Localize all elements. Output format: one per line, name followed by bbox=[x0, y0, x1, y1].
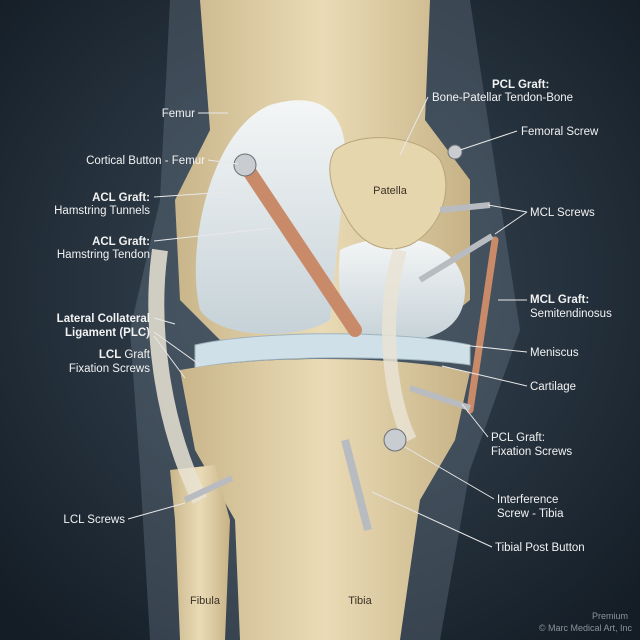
label-pcl-fix-sub: Fixation Screws bbox=[491, 446, 572, 458]
label-mcl-graft-sub: Semitendinosus bbox=[530, 308, 612, 320]
cortical-button bbox=[233, 153, 257, 177]
label-femoral-screw: Femoral Screw bbox=[521, 126, 599, 138]
label-lcl-graft-sub: Fixation Screws bbox=[69, 363, 150, 375]
label-acl-tunnels-sub: Hamstring Tunnels bbox=[54, 205, 150, 217]
label-acl-tunnels-title: ACL Graft: bbox=[92, 192, 150, 204]
pcl-graft bbox=[382, 248, 417, 444]
label-tibial-post: Tibial Post Button bbox=[495, 542, 585, 554]
mcl-screw bbox=[439, 202, 491, 213]
femoral-screw bbox=[447, 144, 463, 160]
label-patella: Patella bbox=[373, 185, 408, 197]
label-pcl-fix-title: PCL Graft: bbox=[491, 432, 545, 444]
meniscus bbox=[194, 333, 471, 369]
mcl-screw bbox=[418, 233, 494, 283]
medial-condyle bbox=[338, 238, 465, 341]
label-femur: Femur bbox=[162, 108, 195, 120]
lateral-condyle bbox=[195, 100, 346, 334]
label-cartilage: Cartilage bbox=[530, 381, 576, 393]
label-interference-2: Screw - Tibia bbox=[497, 508, 564, 520]
mcl-graft bbox=[466, 236, 499, 414]
watermark-premium: Premium bbox=[592, 611, 628, 621]
label-pcl-bptb-title: PCL Graft: bbox=[492, 79, 549, 91]
lateral-collateral-ligament bbox=[148, 248, 208, 504]
label-acl-tendon-title: ACL Graft: bbox=[92, 236, 150, 248]
label-lcl-line2: Ligament (PLC) bbox=[65, 327, 150, 339]
label-fibula: Fibula bbox=[190, 595, 221, 607]
label-pcl-bptb-sub: Bone-Patellar Tendon-Bone bbox=[432, 92, 573, 104]
lcl-screw bbox=[183, 475, 234, 503]
label-cortical-button: Cortical Button - Femur bbox=[86, 155, 205, 167]
fibula bbox=[170, 465, 230, 640]
acl-graft bbox=[238, 158, 362, 337]
label-lcl-line1: Lateral Collateral bbox=[57, 313, 150, 325]
label-mcl-graft-title: MCL Graft: bbox=[530, 294, 589, 306]
label-tibia: Tibia bbox=[348, 595, 372, 607]
leader-lines bbox=[127, 96, 528, 548]
label-lcl-graft: LCL Graft bbox=[99, 349, 151, 361]
interference-screw bbox=[341, 439, 372, 531]
pcl-fixation-screw bbox=[409, 385, 471, 411]
label-mcl-screws: MCL Screws bbox=[530, 207, 595, 219]
patella bbox=[329, 137, 447, 250]
label-meniscus: Meniscus bbox=[530, 347, 579, 359]
label-interference-1: Interference bbox=[497, 494, 558, 506]
watermark-copyright: © Marc Medical Art, Inc bbox=[539, 623, 633, 633]
label-lcl-screws: LCL Screws bbox=[63, 514, 125, 526]
label-acl-tendon-sub: Hamstring Tendon bbox=[57, 249, 150, 261]
tibial-post-button bbox=[383, 428, 407, 452]
